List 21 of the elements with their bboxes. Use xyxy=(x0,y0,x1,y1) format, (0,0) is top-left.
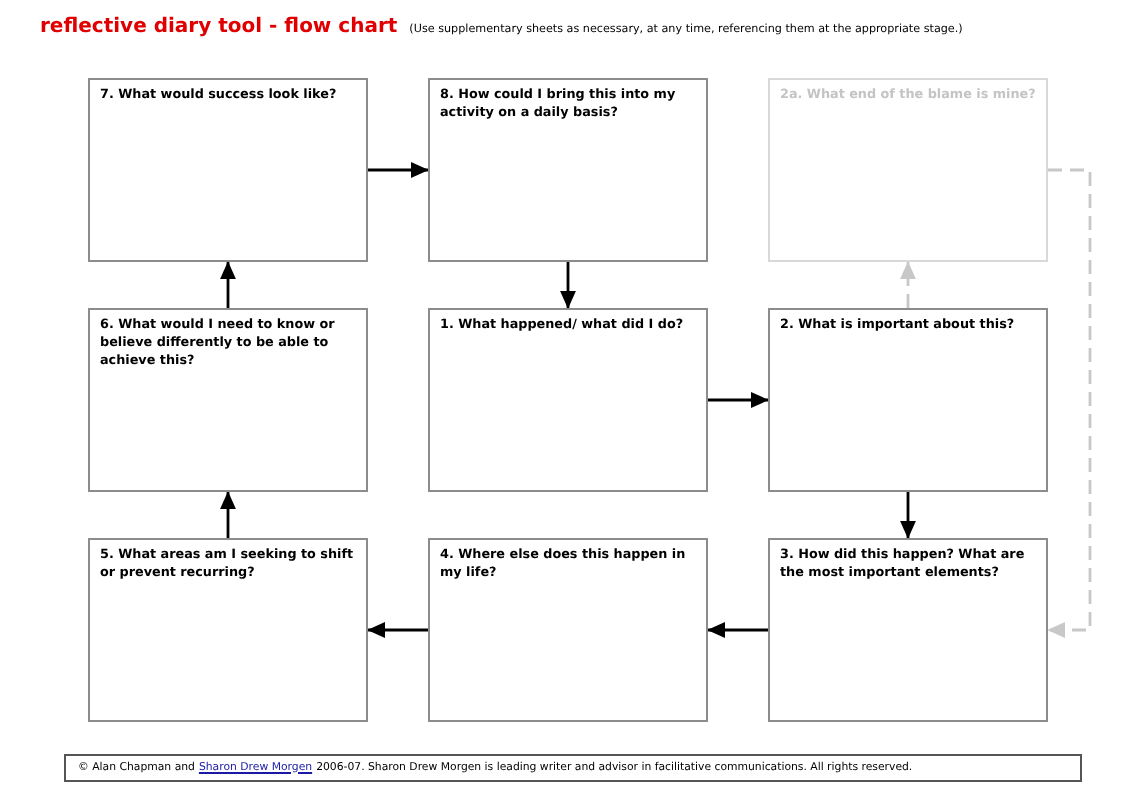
arrow xyxy=(900,492,916,539)
arrow xyxy=(368,162,429,178)
dashed-arrow xyxy=(1047,168,1092,638)
question-box xyxy=(768,78,1048,262)
question-box xyxy=(768,538,1048,722)
arrow xyxy=(560,262,576,309)
arrow xyxy=(220,261,236,308)
chart-title: reflective diary tool - flow chart xyxy=(40,16,398,38)
arrow xyxy=(367,622,428,638)
question-box xyxy=(428,308,708,492)
question-box xyxy=(88,308,368,492)
question-box xyxy=(88,538,368,722)
arrow xyxy=(707,622,768,638)
footer-bar xyxy=(64,754,1082,782)
arrow xyxy=(220,491,236,538)
arrow xyxy=(708,392,769,408)
question-box xyxy=(428,78,708,262)
question-box xyxy=(768,308,1048,492)
dashed-arrow xyxy=(900,261,916,308)
question-box xyxy=(88,78,368,262)
question-box xyxy=(428,538,708,722)
